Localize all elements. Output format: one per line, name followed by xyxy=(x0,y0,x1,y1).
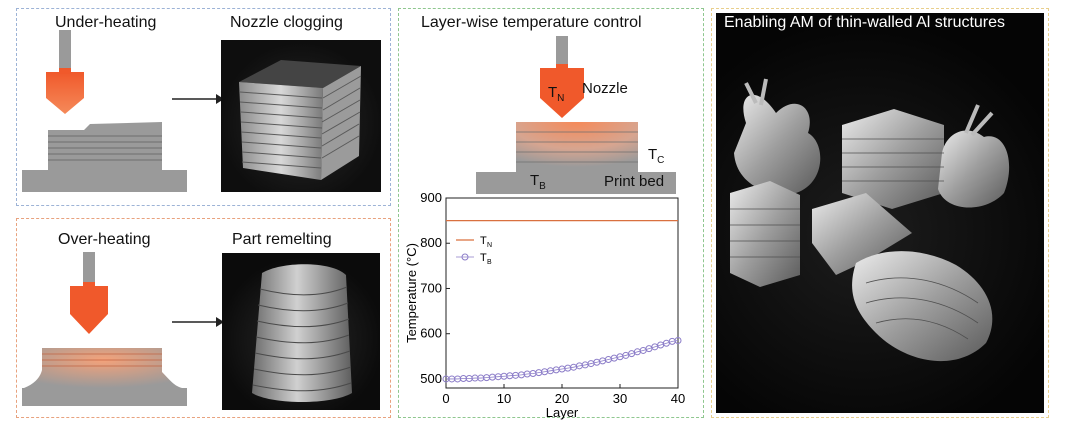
nozzle-orange-over xyxy=(70,286,108,334)
x-tick-label: 0 xyxy=(442,391,449,406)
x-tick-label: 20 xyxy=(555,391,569,406)
nozzle-clogging-photo xyxy=(221,40,381,192)
over-heating-diagram xyxy=(22,252,187,406)
y-tick-label: 600 xyxy=(420,326,442,341)
legend-tn-sub: N xyxy=(487,242,492,249)
tc-label: TC xyxy=(648,146,665,166)
nozzle-shaft-over xyxy=(83,252,95,282)
y-tick-label: 700 xyxy=(420,280,442,295)
nozzle-shaft-ctrl xyxy=(556,36,568,64)
thin-walled-structures-render xyxy=(730,78,1010,362)
legend-tb-label: T xyxy=(480,252,487,264)
tn-label: TN xyxy=(548,84,565,104)
nozzle-shaft xyxy=(59,30,71,68)
print-bed-under xyxy=(22,170,187,192)
tb-point xyxy=(674,337,682,344)
legend-tb-marker xyxy=(461,253,469,261)
print-bed-over xyxy=(22,388,187,406)
enabling-panel xyxy=(711,8,1049,418)
under-heating-panel xyxy=(16,8,391,206)
over-heating-title: Over-heating xyxy=(58,231,151,248)
x-tick-label: 10 xyxy=(497,391,511,406)
nozzle-clogging-title: Nozzle clogging xyxy=(230,14,343,31)
remelted-part-render xyxy=(252,264,352,402)
legend-tn-label: T xyxy=(480,235,487,247)
arrow-under xyxy=(172,94,224,104)
y-tick-label: 800 xyxy=(420,235,442,250)
remelted-part xyxy=(24,348,182,388)
plot-frame xyxy=(445,197,679,389)
nozzle-label: Nozzle xyxy=(582,80,628,97)
layer-control-panel xyxy=(398,8,704,418)
layer-control-title: Layer-wise temperature control xyxy=(421,14,642,31)
x-tick-label: 30 xyxy=(613,391,627,406)
layer-control-diagram xyxy=(476,36,676,194)
tb-label: TB xyxy=(530,172,546,192)
legend-tb-sub: B xyxy=(487,259,492,266)
part-remelting-title: Part remelting xyxy=(232,231,332,248)
thin-walled-structures-photo xyxy=(716,13,1044,413)
x-tick-label: 40 xyxy=(671,391,685,406)
series-tb-line xyxy=(446,340,679,380)
y-axis-label: Temperature (°C) xyxy=(404,243,419,343)
over-heating-panel xyxy=(16,218,391,418)
part-ctrl xyxy=(516,122,638,172)
print-bed-ctrl xyxy=(476,172,676,194)
y-tick-label: 500 xyxy=(420,371,442,386)
print-bed-label: Print bed xyxy=(604,173,665,190)
under-heating-title: Under-heating xyxy=(55,14,157,31)
arrow-over xyxy=(172,317,224,327)
clogged-part xyxy=(48,122,162,172)
nozzle-orange-ctrl xyxy=(540,68,584,118)
nozzle-orange xyxy=(46,72,84,114)
enabling-title: Enabling AM of thin-walled Al structures xyxy=(724,14,1006,31)
clogged-box-render xyxy=(239,60,362,180)
under-heating-diagram xyxy=(22,30,187,192)
x-axis-label: Layer xyxy=(546,405,579,420)
y-tick-label: 900 xyxy=(420,190,442,205)
part-remelting-photo xyxy=(222,253,380,410)
